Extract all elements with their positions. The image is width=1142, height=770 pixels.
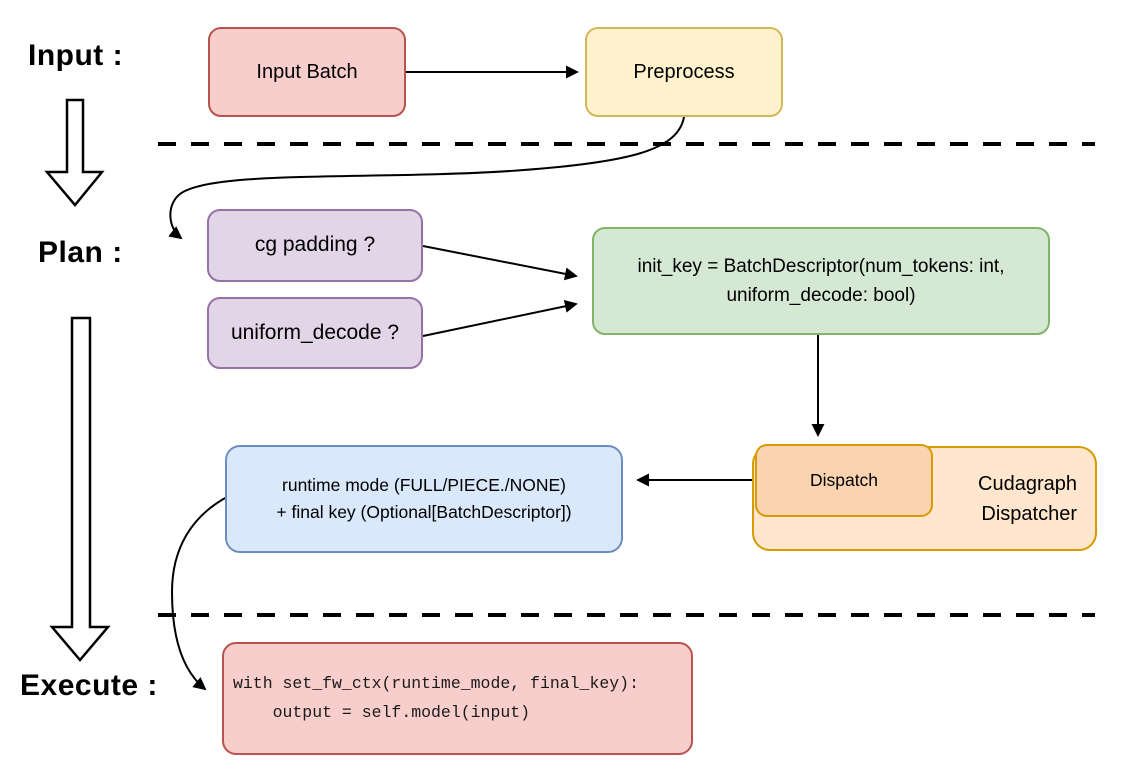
node-input-batch: Input Batch	[208, 27, 406, 117]
node-cudagraph-line2: Dispatcher	[981, 502, 1077, 525]
node-execute-code: with set_fw_ctx(runtime_mode, final_key)…	[222, 642, 693, 755]
node-uniform-decode-label: uniform_decode ?	[230, 320, 400, 344]
node-dispatch: Dispatch	[755, 444, 933, 517]
node-init-key-line2: uniform_decode: bool)	[726, 285, 916, 306]
node-runtime-mode-line2: + final key (Optional[BatchDescriptor])	[276, 502, 572, 522]
node-preprocess-label: Preprocess	[633, 60, 735, 83]
arrow-preprocess-to-cgpadding	[168, 116, 685, 240]
execute-code-line2: output = self.model(input)	[233, 702, 531, 722]
stage-label-plan: Plan :	[38, 236, 123, 269]
node-cg-padding: cg padding ?	[207, 209, 423, 282]
node-init-key: init_key = BatchDescriptor(num_tokens: i…	[592, 227, 1050, 335]
node-dispatch-label: Dispatch	[809, 469, 879, 490]
node-cudagraph-line1: Cudagraph	[978, 472, 1077, 495]
execute-code-line1: with set_fw_ctx(runtime_mode, final_key)…	[233, 673, 639, 693]
stage-arrow-plan-to-execute	[49, 316, 111, 662]
node-input-batch-label: Input Batch	[256, 60, 358, 83]
stage-arrow-input-to-plan	[44, 98, 105, 207]
node-uniform-decode: uniform_decode ?	[207, 297, 423, 369]
arrow-uniformdecode-to-initkey	[422, 299, 578, 337]
node-cg-padding-label: cg padding ?	[254, 233, 376, 257]
node-preprocess: Preprocess	[585, 27, 783, 117]
node-runtime-mode: runtime mode (FULL/PIECE./NONE) + final …	[225, 445, 623, 553]
node-init-key-line1: init_key = BatchDescriptor(num_tokens: i…	[637, 255, 1005, 277]
stage-label-input: Input :	[28, 39, 124, 72]
arrow-cgpadding-to-initkey	[422, 245, 578, 281]
stage-label-execute: Execute :	[20, 669, 158, 702]
arrow-runtimemode-to-executecode	[170, 496, 228, 691]
node-runtime-mode-line1: runtime mode (FULL/PIECE./NONE)	[282, 474, 566, 495]
